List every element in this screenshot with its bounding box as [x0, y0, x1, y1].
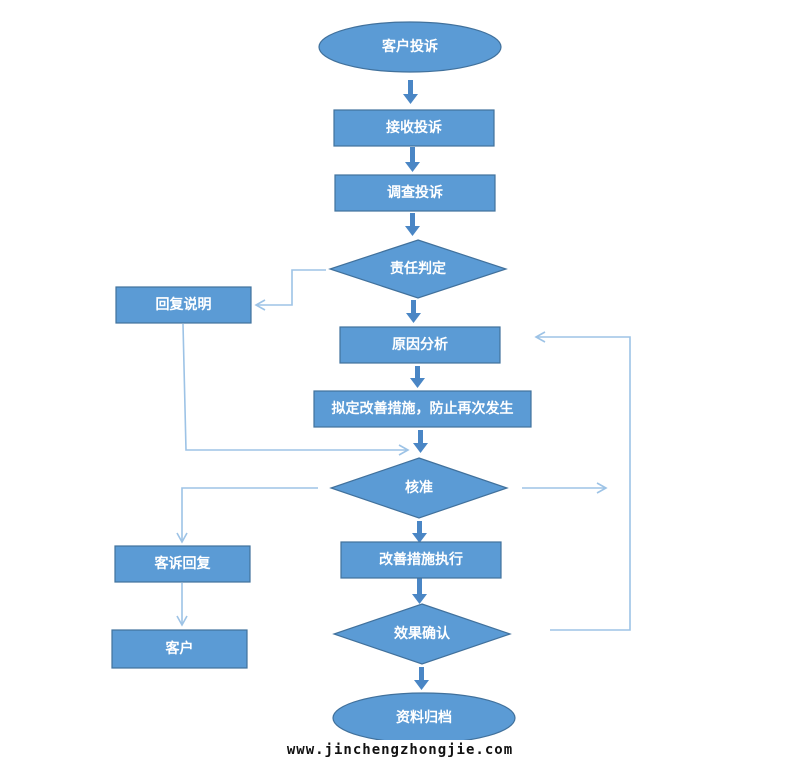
node-complaint-reply: 客诉回复	[114, 545, 251, 583]
arrow-responsibility-to-cause	[406, 300, 421, 323]
main-flow-arrows	[403, 80, 429, 690]
node-archive-label: 资料归档	[396, 709, 452, 726]
arrow-customer-to-receive	[403, 80, 418, 104]
node-responsibility-label: 责任判定	[390, 260, 446, 277]
node-receive-complaint-label: 接收投诉	[386, 119, 442, 136]
node-responsibility: 责任判定	[328, 239, 508, 299]
node-improvement-plan-label: 拟定改善措施，防止再次发生	[332, 400, 514, 417]
connector-responsibility-to-reply	[254, 269, 326, 311]
arrow-investigate-to-responsibility	[405, 213, 420, 236]
node-complaint-reply-label: 客诉回复	[154, 555, 212, 572]
node-execute-improvement-label: 改善措施执行	[379, 551, 463, 568]
arrow-receive-to-investigate	[405, 147, 420, 172]
side-connectors	[176, 269, 631, 631]
node-effect-confirm-label: 效果确认	[394, 625, 451, 642]
arrow-cause-to-plan	[410, 366, 425, 388]
node-archive: 资料归档	[332, 692, 516, 740]
arrow-approval-to-execute	[412, 521, 427, 543]
arrow-plan-to-approval	[413, 430, 428, 453]
flowchart: 客户投诉 接收投诉 调查投诉 责任判定 回复说明 原因分析 拟定改善措施，防止再…	[111, 21, 631, 740]
node-cause-analysis-label: 原因分析	[392, 336, 448, 353]
node-improvement-plan: 拟定改善措施，防止再次发生	[313, 390, 532, 428]
node-customer-label: 客户	[165, 640, 194, 657]
node-effect-confirm: 效果确认	[332, 603, 512, 665]
node-investigate-complaint-label: 调查投诉	[387, 184, 443, 201]
node-investigate-complaint: 调查投诉	[334, 174, 496, 212]
connector-effect-back-to-cause	[534, 331, 631, 631]
node-cause-analysis: 原因分析	[339, 326, 501, 364]
node-customer-complaint-label: 客户投诉	[381, 38, 438, 55]
node-customer-complaint: 客户投诉	[318, 21, 502, 73]
connector-approval-to-complaint-reply	[176, 487, 318, 544]
source-url: www.jinchengzhongjie.com	[286, 742, 514, 758]
node-reply-explain-label: 回复说明	[156, 296, 212, 313]
arrow-effect-to-archive	[414, 667, 429, 690]
node-approval: 核准	[329, 457, 509, 519]
connector-reply-to-approval	[182, 323, 410, 456]
node-receive-complaint: 接收投诉	[333, 109, 495, 147]
arrow-execute-to-effect	[412, 578, 427, 604]
node-execute-improvement: 改善措施执行	[340, 541, 502, 579]
node-approval-label: 核准	[405, 479, 433, 496]
node-customer: 客户	[111, 629, 248, 669]
node-reply-explain: 回复说明	[115, 286, 252, 324]
